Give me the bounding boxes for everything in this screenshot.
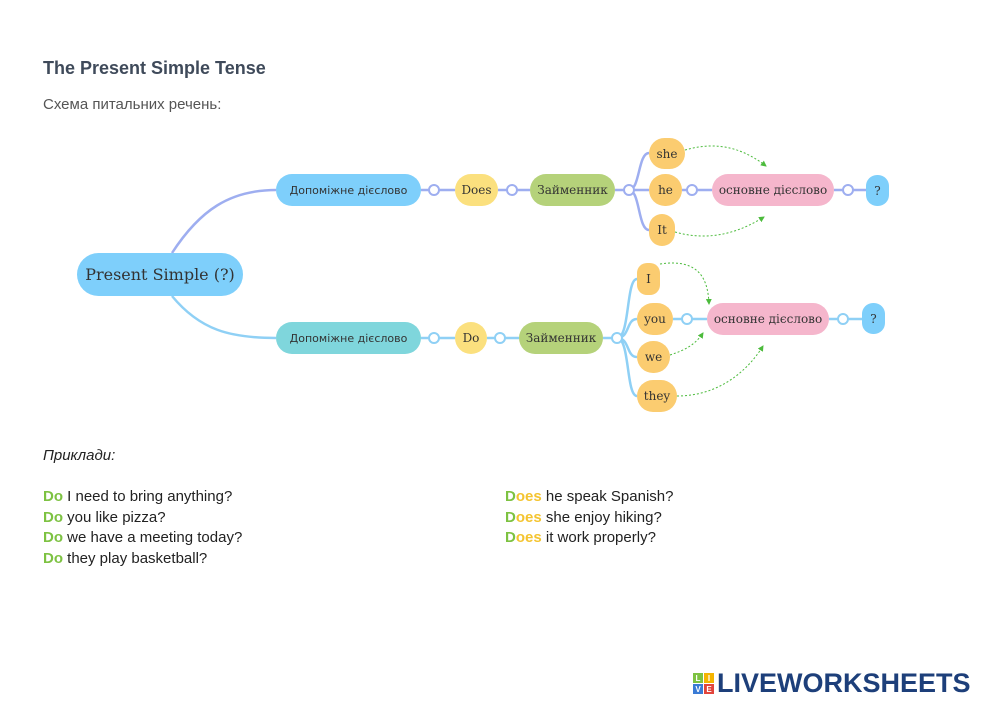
page-title: The Present Simple Tense [43,58,266,78]
logo-letter: L [693,673,703,683]
aux-verb-start: D [505,488,516,505]
root-to-top-branch [170,188,277,254]
bottom-pronoun-label-node: Займенник [519,322,603,354]
pronoun-node: you [637,303,673,335]
bottom-pronoun-fork [616,277,638,398]
aux-verb-end: oes [515,509,542,526]
pronoun-node: he [649,174,682,206]
pronoun-node: she [649,138,685,169]
connector-dot [842,184,854,196]
example-sentence: Do they play basketball? [43,550,207,567]
connector-dot [681,313,693,325]
top-main-verb-node: основне дієслово [712,174,834,206]
root-node: Present Simple (?) [77,253,243,296]
pronoun-node: they [637,380,677,412]
connector-dot [428,184,440,196]
pronoun-node: It [649,214,675,246]
sentence-rest: it work properly? [541,529,656,546]
arrow-it [674,216,765,237]
bottom-aux-node: Do [455,322,487,354]
aux-verb-start: D [505,529,516,546]
example-sentence: Do I need to bring anything? [43,488,232,505]
pronoun-node: we [637,341,670,373]
sentence-rest: she enjoy hiking? [541,509,662,526]
connector-dot [428,332,440,344]
aux-verb: Do [43,550,63,567]
connector-dot [686,184,698,196]
bottom-aux-label-node: Допоміжне дієслово [276,322,421,354]
arrow-we [669,332,704,356]
connector-dot [506,184,518,196]
bottom-question-mark-node: ? [862,303,885,334]
aux-verb-start: D [505,509,516,526]
example-sentence: Do you like pizza? [43,509,166,526]
arrow-i [659,262,712,305]
arrow-she [684,145,767,167]
logo-letter: I [704,673,714,683]
top-question-mark-node: ? [866,175,889,206]
example-sentence: Do we have a meeting today? [43,529,242,546]
aux-verb: Do [43,509,63,526]
logo-letter: E [704,684,714,694]
examples-label: Приклади: [43,447,116,464]
sentence-rest: we have a meeting today? [63,529,243,546]
logo-letter: V [693,684,703,694]
example-sentence: Does she enjoy hiking? [505,509,662,526]
aux-verb-end: oes [515,529,542,546]
top-pronoun-label-node: Займенник [530,174,615,206]
subtitle: Схема питальних речень: [43,96,222,113]
example-sentence: Does it work properly? [505,529,656,546]
pronoun-node: I [637,263,660,295]
top-aux-node: Does [455,174,498,206]
logo-text: LIVEWORKSHEETS [717,668,971,698]
root-to-bottom-branch [171,295,277,340]
aux-verb: Do [43,529,63,546]
liveworksheets-logo[interactable]: L I V E LIVEWORKSHEETS [693,668,971,699]
arrow-they [676,345,764,397]
logo-icon: L I V E [693,673,714,694]
aux-verb: Do [43,488,63,505]
diagram-connectors [170,145,866,398]
bottom-main-verb-node: основне дієслово [707,303,829,335]
top-aux-label-node: Допоміжне дієслово [276,174,421,206]
sentence-rest: they play basketball? [63,550,208,567]
sentence-rest: he speak Spanish? [541,488,674,505]
connector-dot [623,184,635,196]
connector-dot [611,332,623,344]
connector-dot [837,313,849,325]
example-sentence: Does he speak Spanish? [505,488,673,505]
sentence-rest: you like pizza? [63,509,166,526]
sentence-rest: I need to bring anything? [63,488,233,505]
aux-verb-end: oes [515,488,542,505]
connector-dot [494,332,506,344]
